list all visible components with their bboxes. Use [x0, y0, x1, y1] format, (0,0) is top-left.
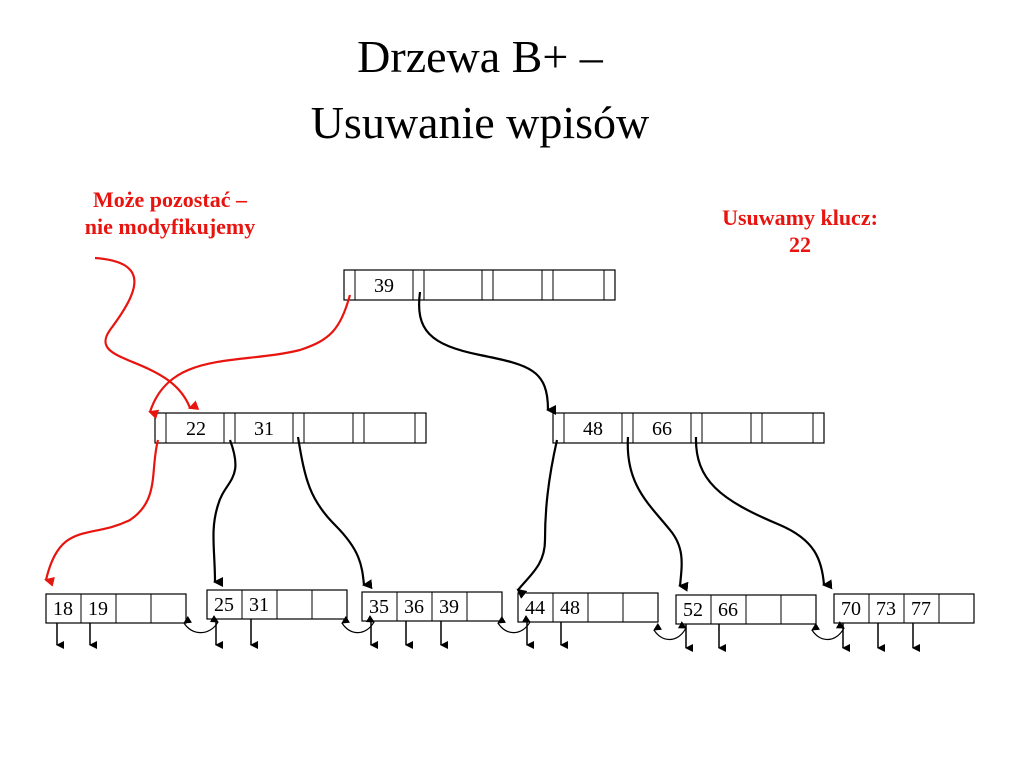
inner-left-key: 31	[254, 418, 274, 440]
leaf-key: 31	[249, 594, 269, 616]
leaf-node-4: 44 48	[517, 592, 659, 623]
pointer-arrow	[418, 291, 557, 415]
leaf-key: 18	[53, 598, 73, 620]
sibling-link	[497, 615, 531, 634]
leaf-key: 52	[683, 599, 703, 621]
pointer-arrow-red	[44, 439, 160, 587]
slide-title-line2: Usuwanie wpisów	[310, 97, 650, 148]
leaf-key: 70	[841, 598, 861, 620]
note-right-line1: Usuwamy klucz:	[722, 205, 878, 230]
pointer-arrow	[694, 436, 833, 590]
inner-left-key: 22	[186, 418, 206, 440]
pointer-arrow	[212, 439, 237, 587]
note-left-line1: Może pozostać –	[93, 187, 247, 212]
inner-right-key: 48	[583, 418, 603, 440]
pointer-arrow	[296, 436, 373, 590]
sibling-link	[183, 615, 219, 634]
leaf-node-3: 35 36 39	[361, 591, 503, 622]
pointer-arrow	[516, 439, 559, 599]
note-left: Może pozostać – nie modyfikujemy	[40, 186, 300, 240]
root-key: 39	[374, 275, 394, 297]
leaf-node-5: 52 66	[675, 594, 817, 625]
leaf-node-2: 25 31	[206, 589, 348, 620]
sibling-link	[341, 615, 375, 634]
sibling-link	[811, 621, 845, 641]
pointer-arrow	[626, 436, 689, 592]
leaf-key: 44	[525, 597, 545, 619]
note-arrow-red	[94, 256, 200, 410]
leaf-key: 35	[369, 596, 389, 618]
leaf-key: 39	[439, 596, 459, 618]
root-node: 39	[343, 269, 616, 301]
leaf-key: 48	[560, 597, 580, 619]
slide-title-line1: Drzewa B+ –	[357, 31, 603, 82]
inner-node-left: 22 31	[154, 412, 427, 444]
pointer-arrow-red	[148, 294, 352, 420]
inner-right-key: 66	[652, 418, 672, 440]
note-right: Usuwamy klucz: 22	[680, 204, 920, 258]
leaf-node-6: 70 73 77	[833, 593, 975, 624]
leaf-key: 73	[876, 598, 896, 620]
leaf-key: 77	[911, 598, 931, 620]
note-left-line2: nie modyfikujemy	[84, 214, 256, 239]
leaf-key: 66	[718, 599, 738, 621]
record-pointers	[56, 619, 920, 652]
leaf-key: 25	[214, 594, 234, 616]
inner-node-right: 48 66	[552, 412, 825, 444]
leaf-key: 19	[88, 598, 108, 620]
leaf-key: 36	[404, 596, 424, 618]
note-right-line2: 22	[789, 232, 811, 257]
leaf-node-1: 18 19	[45, 593, 187, 624]
sibling-link	[653, 621, 687, 641]
